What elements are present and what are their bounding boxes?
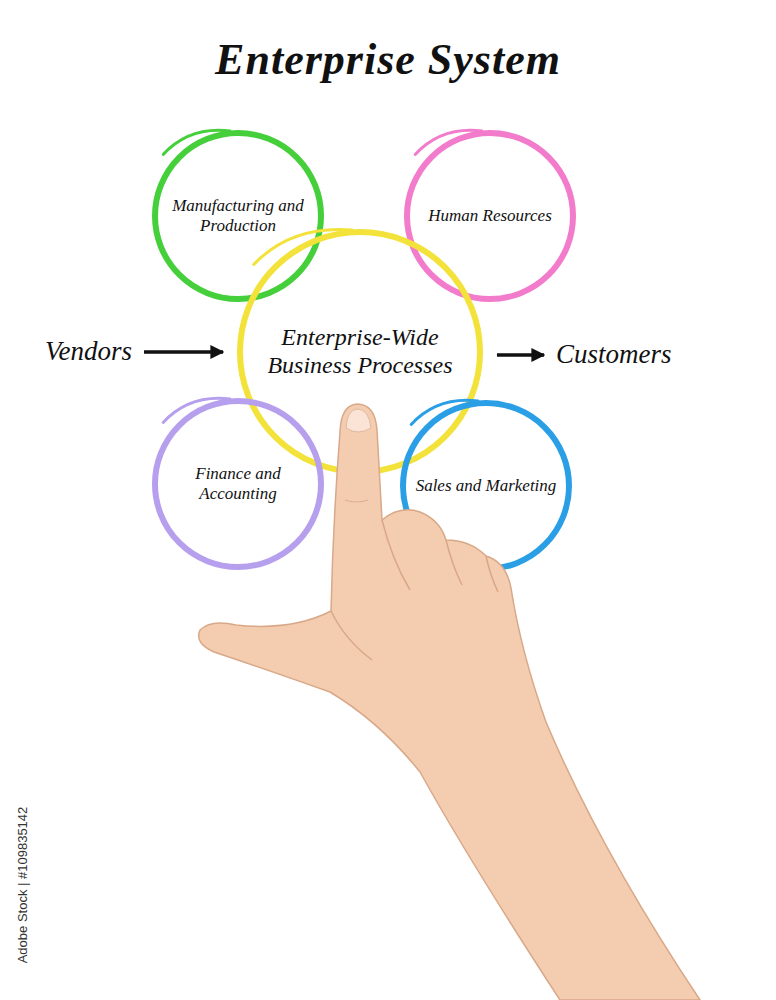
flow-arrow: [144, 350, 223, 354]
flow-label: Vendors: [45, 336, 132, 367]
flow-arrow: [497, 353, 544, 357]
department-circle: Sales and Marketing: [398, 398, 574, 574]
circle-label: Manufacturing and Production: [163, 196, 313, 235]
department-circle: Manufacturing and Production: [150, 128, 326, 304]
department-circle: Human Resources: [402, 128, 578, 304]
process-circle: Enterprise-Wide Business Processes: [235, 227, 485, 477]
department-circle: Finance and Accounting: [150, 396, 326, 572]
circle-label: Human Resources: [428, 206, 552, 226]
circle-label: Enterprise-Wide Business Processes: [265, 324, 455, 379]
customer-label: Customers: [556, 330, 672, 380]
circle-label: Finance and Accounting: [163, 464, 313, 503]
circle-label: Sales and Marketing: [416, 476, 557, 496]
flow-label: Customers: [556, 339, 672, 370]
diagram-title: Enterprise System: [0, 34, 776, 85]
vendor-label: Vendors: [45, 327, 132, 377]
watermark: Adobe Stock | #109835142: [15, 807, 30, 964]
